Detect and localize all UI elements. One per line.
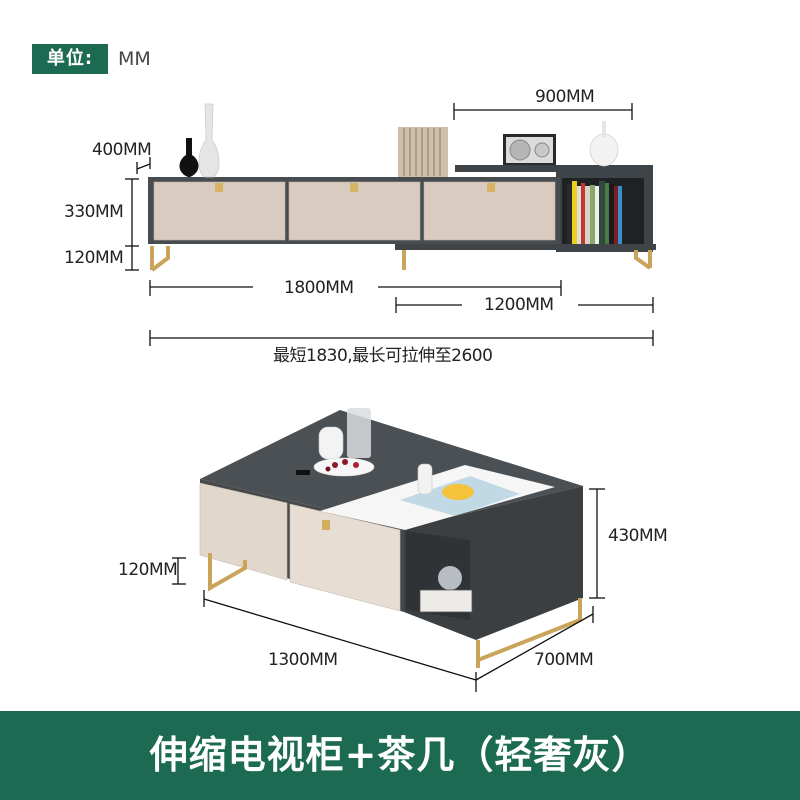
decor-books-stack <box>398 127 448 177</box>
footer-banner: 伸缩电视柜+茶几（轻奢灰） <box>0 711 800 800</box>
cubby-ornament <box>438 566 462 590</box>
table-door-left <box>199 482 288 581</box>
table-cup-glass <box>296 408 375 477</box>
books <box>567 181 627 244</box>
dim-main-width: 1800MM <box>284 278 354 298</box>
dim-range-note: 最短1830,最长可拉伸至2600 <box>273 346 493 366</box>
unit-badge: 单位: <box>32 44 108 74</box>
product-title: 伸缩电视柜+茶几（轻奢灰） <box>149 733 651 777</box>
dim-leg-height: 120MM <box>64 248 124 268</box>
decor-radio <box>503 134 556 165</box>
dim-table-width: 700MM <box>534 650 594 670</box>
dim-depth: 400MM <box>92 140 152 160</box>
cabinet-legs <box>150 246 652 272</box>
decor-vases <box>179 103 619 178</box>
dim-body-height: 330MM <box>64 202 124 222</box>
table-door-handle <box>322 520 330 530</box>
cabinet-doors <box>153 181 556 241</box>
dim-table-length: 1300MM <box>268 650 338 670</box>
extension-base <box>395 244 656 250</box>
cubby-book <box>419 589 473 613</box>
coffee-table-illustration <box>172 408 605 692</box>
table-door-right <box>289 503 401 612</box>
door-handles <box>215 183 495 192</box>
extension-top-shelf <box>455 165 653 172</box>
table-legs <box>208 553 582 668</box>
table-dimension-lines <box>172 488 605 692</box>
dim-table-leg-height: 120MM <box>118 560 178 580</box>
dim-extension-width: 900MM <box>535 87 595 107</box>
unit-value: MM <box>118 48 151 70</box>
tray-food <box>442 484 474 500</box>
dim-sub-width: 1200MM <box>484 295 554 315</box>
dim-table-height: 430MM <box>608 526 668 546</box>
tv-dimension-lines <box>125 103 654 346</box>
